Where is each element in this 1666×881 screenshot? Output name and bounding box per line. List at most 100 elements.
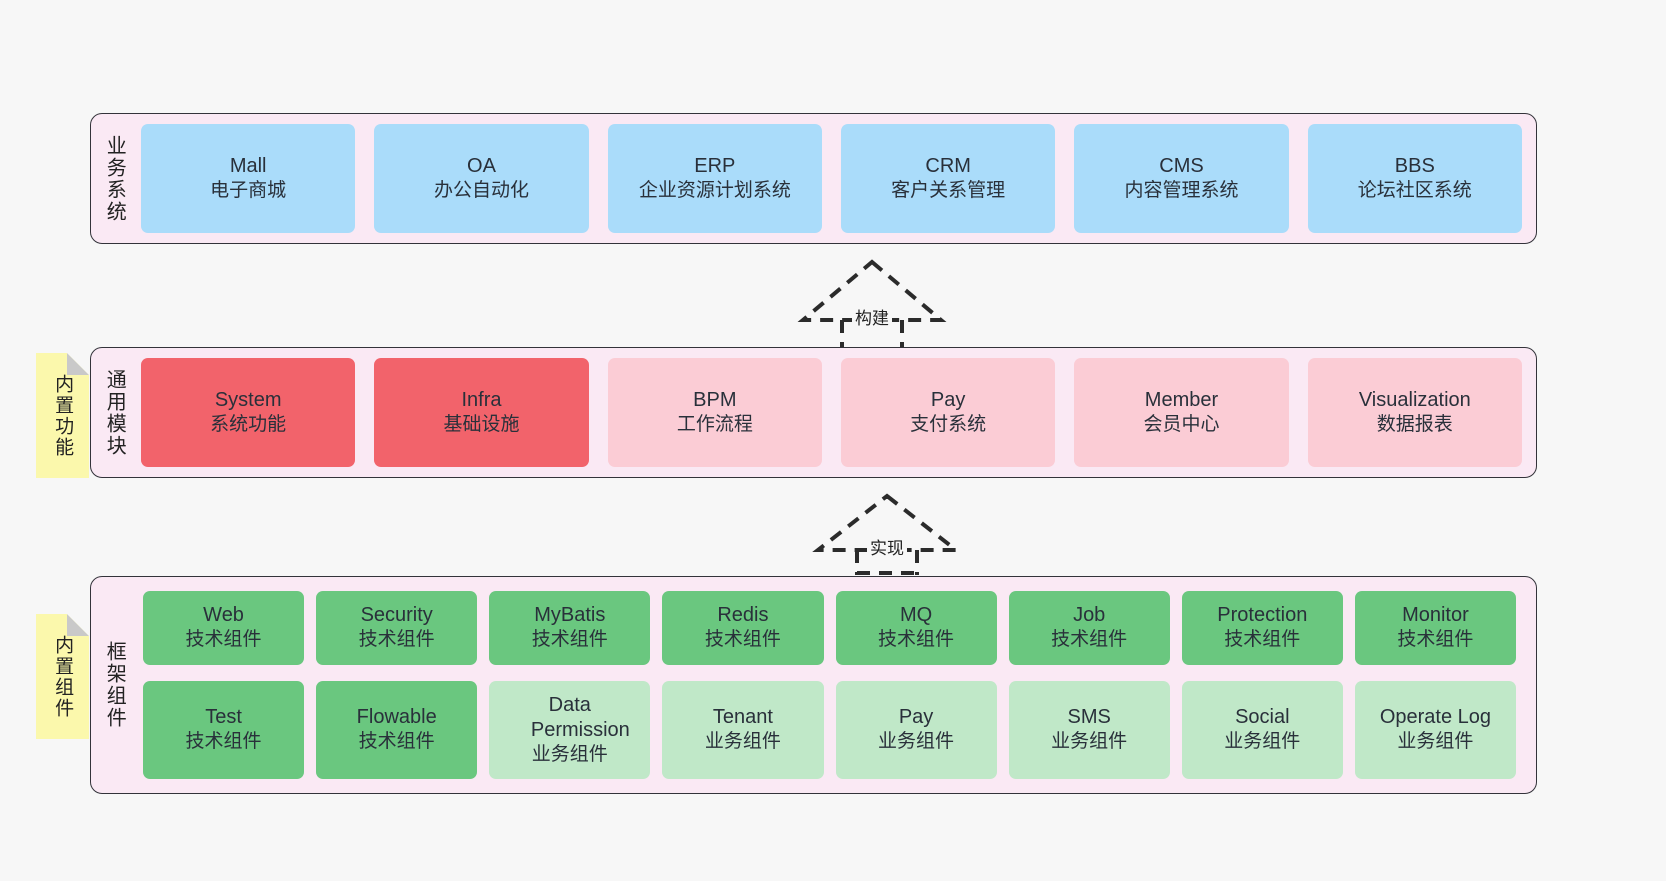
card-oa[interactable]: OA 办公自动化: [374, 124, 589, 233]
card-operate-log[interactable]: Operate Log 业务组件: [1354, 680, 1516, 779]
card-title-cn: 支付系统: [910, 414, 987, 436]
card-mq[interactable]: MQ 技术组件: [835, 591, 997, 665]
connector-label-implement: 实现: [867, 534, 907, 559]
card-title-cn: 工作流程: [676, 414, 753, 436]
layer-title-modules: 通用模块: [103, 368, 126, 457]
connector-implement: 实现: [812, 492, 962, 575]
card-title-cn: 技术组件: [358, 731, 435, 753]
card-title-en: Test: [205, 706, 242, 729]
card-title-cn: 会员中心: [1143, 414, 1220, 436]
card-title-cn: 技术组件: [704, 629, 781, 651]
card-title-cn: 技术组件: [1397, 629, 1474, 651]
layer-body-modules: System 系统功能 Infra 基础设施 BPM 工作流程 Pay 支付系统…: [137, 348, 1536, 477]
card-title-cn: 业务组件: [1224, 731, 1301, 753]
note-builtin-components: 内置组件: [36, 614, 89, 739]
card-row: Mall 电子商城 OA 办公自动化 ERP 企业资源计划系统 CRM 客户关系…: [141, 124, 1522, 233]
card-title-cn: 系统功能: [210, 414, 287, 436]
card-title-cn: 技术组件: [1224, 629, 1301, 651]
card-redis[interactable]: Redis 技术组件: [662, 591, 824, 665]
card-monitor[interactable]: Monitor 技术组件: [1354, 591, 1516, 665]
card-pay[interactable]: Pay 支付系统: [840, 358, 1056, 467]
card-tenant[interactable]: Tenant 业务组件: [662, 680, 824, 779]
card-bbs[interactable]: BBS 论坛社区系统: [1307, 124, 1522, 233]
card-title-cn: 数据报表: [1376, 414, 1453, 436]
card-protection[interactable]: Protection 技术组件: [1181, 591, 1343, 665]
card-title-cn: 技术组件: [1051, 629, 1128, 651]
card-row: Test 技术组件 Flowable 技术组件 Data Permission …: [143, 680, 1516, 779]
card-title-en: MQ: [899, 604, 933, 627]
note-fold-corner: [67, 353, 89, 375]
card-title-cn: 办公自动化: [433, 180, 529, 202]
card-title-cn: 业务组件: [531, 743, 608, 765]
card-title-en: Redis: [717, 604, 769, 627]
layer-body-business: Mall 电子商城 OA 办公自动化 ERP 企业资源计划系统 CRM 客户关系…: [137, 114, 1536, 243]
card-job[interactable]: Job 技术组件: [1008, 591, 1170, 665]
card-title-en: Web: [203, 604, 244, 627]
card-title-cn: 业务组件: [1051, 731, 1128, 753]
card-title-en: Visualization: [1358, 389, 1471, 412]
layer-framework-components: 框架组件 Web 技术组件 Security 技术组件 MyBatis 技术组件…: [90, 576, 1537, 794]
card-title-en: Protection: [1217, 604, 1308, 627]
card-title-en: Pay: [930, 389, 966, 412]
card-crm[interactable]: CRM 客户关系管理: [840, 124, 1056, 233]
card-title-en: BPM: [693, 389, 737, 412]
card-title-en: OA: [467, 155, 496, 178]
layer-business-systems: 业务系统 Mall 电子商城 OA 办公自动化 ERP 企业资源计划系统 CRM…: [90, 113, 1537, 244]
card-title-en: System: [214, 389, 282, 412]
card-title-en: Mall: [229, 155, 267, 178]
card-system[interactable]: System 系统功能: [141, 358, 356, 467]
card-data-permission[interactable]: Data Permission 业务组件: [489, 680, 651, 779]
note-builtin-functions: 内置功能: [36, 353, 89, 478]
card-title-cn: 电子商城: [210, 180, 287, 202]
card-title-en: Pay: [898, 706, 934, 729]
card-title-en: Infra: [461, 389, 502, 412]
card-title-en: Job: [1073, 604, 1106, 627]
card-security[interactable]: Security 技术组件: [316, 591, 478, 665]
card-title-cn: 业务组件: [1397, 731, 1474, 753]
card-mall[interactable]: Mall 电子商城: [141, 124, 356, 233]
card-bpm[interactable]: BPM 工作流程: [607, 358, 822, 467]
card-title-cn: 技术组件: [185, 629, 262, 651]
card-title-en: MyBatis: [534, 604, 606, 627]
card-test[interactable]: Test 技术组件: [143, 680, 305, 779]
card-title-en: Operate Log: [1379, 706, 1492, 729]
card-erp[interactable]: ERP 企业资源计划系统: [607, 124, 822, 233]
card-title-en: SMS: [1067, 706, 1111, 729]
card-title-en: ERP: [694, 155, 736, 178]
card-title-cn: 技术组件: [358, 629, 435, 651]
connector-label-build: 构建: [852, 304, 892, 329]
note-label: 内置功能: [52, 373, 74, 458]
card-visualization[interactable]: Visualization 数据报表: [1307, 358, 1522, 467]
card-cms[interactable]: CMS 内容管理系统: [1074, 124, 1289, 233]
card-title-en: Security: [360, 604, 433, 627]
card-title-cn: 技术组件: [878, 629, 955, 651]
layer-title-business: 业务系统: [103, 134, 126, 223]
card-row: Web 技术组件 Security 技术组件 MyBatis 技术组件 Redi…: [143, 591, 1516, 665]
card-title-en: BBS: [1394, 155, 1435, 178]
card-pay-biz[interactable]: Pay 业务组件: [835, 680, 997, 779]
card-mybatis[interactable]: MyBatis 技术组件: [489, 591, 651, 665]
note-fold-corner: [67, 614, 89, 636]
layer-title-components: 框架组件: [103, 641, 126, 729]
card-title-en: Flowable: [356, 706, 437, 729]
connector-build: 构建: [797, 258, 947, 354]
card-title-cn: 企业资源计划系统: [638, 180, 791, 202]
card-social[interactable]: Social 业务组件: [1181, 680, 1343, 779]
card-title-en: Data Permission: [530, 693, 630, 741]
card-title-en: CMS: [1159, 155, 1204, 178]
card-title-cn: 技术组件: [185, 731, 262, 753]
card-row: System 系统功能 Infra 基础设施 BPM 工作流程 Pay 支付系统…: [141, 358, 1522, 467]
layer-body-components: Web 技术组件 Security 技术组件 MyBatis 技术组件 Redi…: [137, 577, 1536, 793]
card-infra[interactable]: Infra 基础设施: [374, 358, 589, 467]
card-sms[interactable]: SMS 业务组件: [1008, 680, 1170, 779]
card-web[interactable]: Web 技术组件: [143, 591, 305, 665]
card-title-cn: 客户关系管理: [891, 180, 1006, 202]
card-member[interactable]: Member 会员中心: [1074, 358, 1289, 467]
card-title-en: Social: [1235, 706, 1290, 729]
note-label: 内置组件: [52, 634, 74, 719]
card-title-cn: 基础设施: [443, 414, 520, 436]
card-title-en: Member: [1144, 389, 1219, 412]
card-title-cn: 论坛社区系统: [1357, 180, 1472, 202]
card-flowable[interactable]: Flowable 技术组件: [316, 680, 478, 779]
